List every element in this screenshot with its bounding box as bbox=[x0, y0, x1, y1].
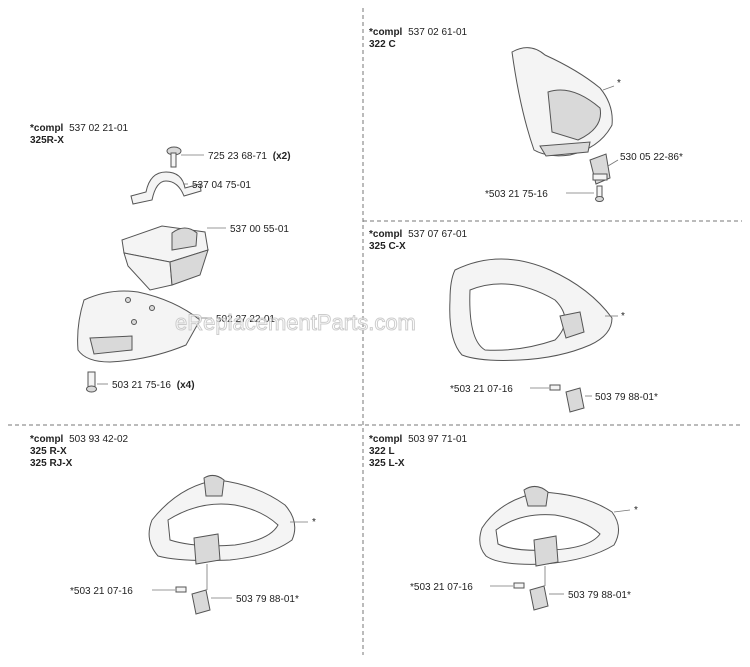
part-label: *503 21 07-16 bbox=[410, 582, 473, 593]
part-label: 503 21 75-16 (x4) bbox=[112, 380, 195, 391]
section-325r-x: *compl 537 02 21-01 325R-X bbox=[30, 123, 291, 393]
clamp-part bbox=[191, 589, 211, 615]
watermark: eReplacementParts.com bbox=[175, 310, 416, 335]
clamp-part bbox=[565, 387, 585, 413]
model-name: 322 C bbox=[369, 39, 396, 50]
section-322l-325l-x: *compl 503 97 71-01 322 L 325 L-X * *503… bbox=[369, 434, 638, 611]
part-label: *503 21 07-16 bbox=[70, 586, 133, 597]
screw-part bbox=[595, 185, 604, 202]
guard-part bbox=[479, 486, 619, 567]
part-label: 503 79 88-01* bbox=[595, 392, 658, 403]
holder-part bbox=[121, 225, 209, 291]
compl-header: *compl 537 07 67-01 bbox=[369, 229, 468, 240]
section-dividers bbox=[8, 8, 742, 655]
model-name: 325R-X bbox=[30, 135, 64, 146]
part-label: 530 05 22-86* bbox=[620, 152, 683, 163]
bolt-part bbox=[166, 146, 182, 168]
model-name: 325 C-X bbox=[369, 241, 406, 252]
compl-header: *compl 503 93 42-02 bbox=[30, 434, 129, 445]
screw-part bbox=[549, 384, 561, 391]
part-label: *503 21 07-16 bbox=[450, 384, 513, 395]
section-322c: *compl 537 02 61-01 322 C * 530 05 22-86… bbox=[369, 27, 683, 202]
section-325r-x-rj-x: *compl 503 93 42-02 325 R-X 325 RJ-X * *… bbox=[30, 434, 316, 615]
compl-header: *compl 537 02 21-01 bbox=[30, 123, 129, 134]
part-label: 503 79 88-01* bbox=[236, 594, 299, 605]
model-name: 325 R-X bbox=[30, 446, 67, 457]
part-label: * bbox=[312, 517, 316, 528]
part-label: 537 04 75-01 bbox=[192, 180, 251, 191]
part-label: 502 27 22-01 bbox=[216, 314, 275, 325]
section-325c-x: *compl 537 07 67-01 325 C-X * *503 21 07… bbox=[369, 229, 658, 413]
screw-part bbox=[175, 586, 187, 593]
model-name: 325 RJ-X bbox=[30, 458, 73, 469]
guard-part bbox=[148, 474, 296, 565]
compl-header: *compl 503 97 71-01 bbox=[369, 434, 468, 445]
part-label: 537 00 55-01 bbox=[230, 224, 289, 235]
clamp-part bbox=[589, 153, 611, 185]
guard-part bbox=[511, 47, 613, 157]
compl-header: *compl 537 02 61-01 bbox=[369, 27, 468, 38]
guard-part bbox=[449, 258, 613, 361]
clamp-part bbox=[529, 585, 549, 611]
part-label: *503 21 75-16 bbox=[485, 189, 548, 200]
clamp-part bbox=[130, 171, 202, 205]
model-name: 322 L bbox=[369, 446, 395, 457]
model-name: 325 L-X bbox=[369, 458, 405, 469]
guard-part bbox=[77, 290, 201, 363]
screw-part bbox=[86, 371, 97, 393]
screw-part bbox=[513, 582, 525, 589]
part-label: * bbox=[621, 311, 625, 322]
part-label: * bbox=[634, 505, 638, 516]
part-label: 725 23 68-71 (x2) bbox=[208, 151, 291, 162]
part-label: * bbox=[617, 78, 621, 89]
part-label: 503 79 88-01* bbox=[568, 590, 631, 601]
